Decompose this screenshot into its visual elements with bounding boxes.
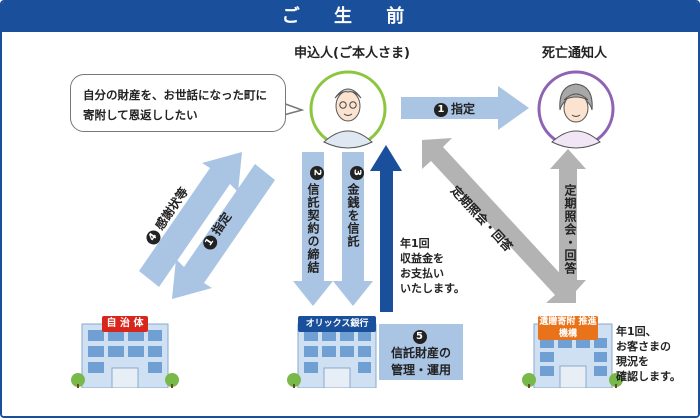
payment-note-line-3: お支払い [400,267,444,280]
payment-note-line-1: 年1回 [400,237,430,250]
arrow-thanks-letter [139,152,242,287]
bank-label: オリックス銀行 [298,316,376,332]
notifier-label: 死亡通知人 [542,46,608,61]
arrow-text: 指定 [451,102,476,116]
manage-line-1: 信託財産の [390,346,451,360]
annual-note-line-3: 現況を [616,355,649,368]
annual-note-line-1: 年1回、 [616,325,657,338]
arrow-text: 金銭を信託 [346,183,360,248]
org-label: 遺贈寄附 推進機構 [538,316,598,340]
step-number-badge: 3 [349,166,364,180]
arrow-payment [370,145,402,312]
arrow-periodic-check [422,138,576,303]
manage-line-2: 管理・運用 [390,363,451,377]
arrow-periodic-check-notifier [550,149,586,300]
city-label: 自 治 体 [102,316,148,332]
arrow-designate-notifier [401,86,529,130]
speech-bubble: 自分の財産を、お世話になった町に 寄附して恩返ししたい [70,74,286,132]
speech-line-2: 寄附して恩返ししたい [83,108,198,122]
annual-note-line-2: お客さまの [616,340,671,353]
arrow-periodic-check-notifier-label: 定期照会・回答 [563,184,577,275]
arrow-trust-contract [293,152,333,306]
elderly-woman-icon [537,70,615,149]
arrow-text: 信託契約の締結 [306,183,320,274]
arrow-trust-contract-label: 2 信託契約の締結 [305,166,324,274]
arrow-money-trust-label: 3 金銭を信託 [345,166,364,248]
step-number-badge: 1 [434,102,448,117]
arrow-designate-city [172,164,275,299]
elderly-man-icon [309,70,387,149]
payment-note: 年1回 収益金を お支払い いたします。 [400,236,465,296]
payment-note-line-4: いたします。 [400,282,465,295]
step-number-badge: 2 [309,166,324,180]
office-building-icon [287,323,377,390]
payment-note-line-2: 収益金を [400,252,444,265]
step-number-badge: 5 [412,329,427,344]
annual-note-line-4: 確認します。 [616,370,681,383]
speech-line-1: 自分の財産を、お世話になった町に [83,88,267,102]
arrow-money-trust [333,152,373,306]
office-building-icon [71,323,179,390]
manage-box: 5 信託財産の 管理・運用 [379,324,463,380]
header-title: ご 生 前 [2,2,698,32]
annual-note: 年1回、 お客さまの 現況を 確認します。 [616,324,681,384]
applicant-label: 申込人(ご本人さま) [294,46,410,61]
